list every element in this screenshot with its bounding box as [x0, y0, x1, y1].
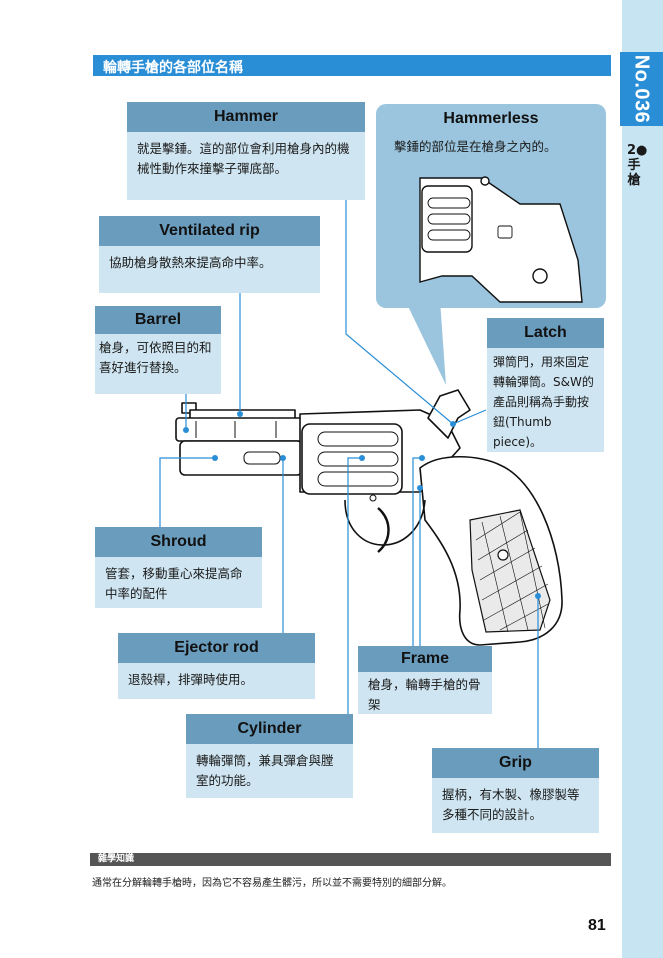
- barrel-desc: 槍身，可依照目的和喜好進行替換。: [99, 340, 212, 375]
- title-bar: 輪轉手槍的各部位名稱: [93, 55, 611, 76]
- callout-tail: [405, 300, 446, 385]
- frame-heading: Frame: [358, 646, 492, 672]
- ejector-rod-desc: 退殼桿，排彈時使用。: [128, 672, 254, 687]
- grip-callout: Grip 握柄，有木製、橡膠製等多種不同的設計。: [432, 748, 599, 833]
- page-number: 81: [588, 917, 606, 934]
- ventilated-rip-desc: 協助槍身散熱來提高命中率。: [109, 255, 272, 270]
- shroud-callout: Shroud 管套，移動重心來提高命中率的配件: [95, 527, 262, 608]
- barrel-callout: Barrel 槍身，可依照目的和喜好進行替換。: [95, 306, 221, 394]
- hammer-heading: Hammer: [127, 102, 365, 132]
- ventilated-rip-heading: Ventilated rip: [99, 216, 320, 246]
- shroud-heading: Shroud: [95, 527, 262, 557]
- latch-desc: 彈筒門，用來固定轉輪彈筒。S&W的產品則稱為手動按鈕(Thumb piece)。: [493, 355, 594, 449]
- frame-callout: Frame 槍身，輪轉手槍的骨架: [358, 646, 492, 714]
- latch-callout: Latch 彈筒門，用來固定轉輪彈筒。S&W的產品則稱為手動按鈕(Thumb p…: [487, 318, 604, 452]
- cylinder-desc: 轉輪彈筒，兼具彈倉與膛室的功能。: [196, 753, 334, 788]
- leader-dots: [183, 411, 541, 599]
- barrel-heading: Barrel: [95, 306, 221, 334]
- trivia-bar: 雜學知識: [90, 853, 611, 866]
- leader-lines: [159, 186, 539, 748]
- shroud-desc: 管套，移動重心來提高命中率的配件: [105, 566, 243, 601]
- hammerless-desc: 擊錘的部位是在槍身之內的。: [394, 139, 557, 154]
- side-tab: [622, 0, 663, 958]
- grip-checkering: [469, 509, 551, 633]
- grip-heading: Grip: [432, 748, 599, 778]
- cylinder-heading: Cylinder: [186, 714, 353, 744]
- latch-heading: Latch: [487, 318, 604, 348]
- ejector-rod-heading: Ejector rod: [118, 633, 315, 663]
- cylinder-flutes: [317, 431, 399, 502]
- ventilated-rip-callout: Ventilated rip 協助槍身散熱來提高命中率。: [99, 216, 320, 293]
- ejector-rod-callout: Ejector rod 退殼桿，排彈時使用。: [118, 633, 315, 699]
- grip-desc: 握柄，有木製、橡膠製等多種不同的設計。: [442, 787, 580, 822]
- hammer-callout: Hammer 就是擊錘。這的部位會利用槍身內的機械性動作來撞擊子彈底部。: [127, 102, 365, 200]
- trivia-label: 雜學知識: [98, 854, 135, 864]
- hammerless-callout: Hammerless 擊錘的部位是在槍身之內的。: [376, 104, 606, 308]
- frame-desc: 槍身，輪轉手槍的骨架: [368, 677, 481, 712]
- trigger: [377, 507, 390, 553]
- hammerless-heading: Hammerless: [443, 110, 539, 127]
- cylinder-callout: Cylinder 轉輪彈筒，兼具彈倉與膛室的功能。: [186, 714, 353, 798]
- trivia-text: 通常在分解輪轉手槍時，因為它不容易產生髒污，所以並不需要特別的細部分解。: [92, 878, 452, 889]
- page-title: 輪轉手槍的各部位名稱: [103, 60, 243, 76]
- barrel-details: [195, 421, 281, 465]
- hammer-desc: 就是擊錘。這的部位會利用槍身內的機械性動作來撞擊子彈底部。: [137, 141, 350, 176]
- section-number-badge: [620, 52, 663, 126]
